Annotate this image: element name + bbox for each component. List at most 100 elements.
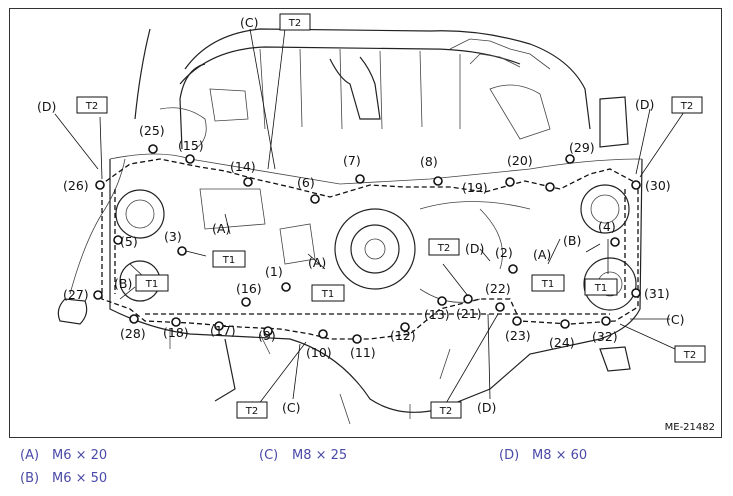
legend-a-key: (A) [20, 448, 40, 463]
type-a-label: (A) [212, 221, 230, 236]
bolt-6 [310, 194, 320, 204]
type-d-label: (D) [635, 97, 654, 112]
bolt-label-30: (30) [645, 178, 671, 193]
intake-manifold-outline [134, 28, 629, 150]
bolt-32 [601, 316, 611, 326]
t1-tag: T1 [321, 289, 334, 300]
bolt-label-18: (18) [163, 325, 189, 340]
bolt-label-7: (7) [343, 153, 361, 168]
t2-tag: T2 [680, 101, 693, 112]
bolt-label-24: (24) [549, 335, 575, 350]
bolt-31 [631, 288, 641, 298]
bolt-label-2: (2) [495, 245, 513, 260]
engine-block-outline [57, 153, 643, 425]
type-a-label: (A) [533, 247, 551, 262]
bolt-markers [93, 144, 641, 344]
bolt-label-12: (12) [390, 328, 416, 343]
legend-c-value: M8 × 25 [292, 448, 348, 463]
bolt-1 [281, 282, 291, 292]
bolt-9 [263, 326, 273, 336]
bolt-label-22: (22) [485, 281, 511, 296]
bolt-26 [95, 180, 105, 190]
bolt-label-32: (32) [592, 329, 618, 344]
bolt-label-17: (17) [210, 323, 236, 338]
bolt-2 [508, 264, 518, 274]
t2-tag: T2 [437, 243, 450, 254]
bolt-label-14: (14) [230, 159, 256, 174]
bolt-type-labels: (C) (D) (D) (A) (A) (A) (B) (B) (D) (C) … [37, 15, 684, 415]
bolt-23 [512, 316, 522, 326]
legend-c-key: (C) [259, 448, 279, 463]
engine-diagram: T2 T2 T2 T2 T2 T2 T2 T1 T1 T1 T1 T1 [9, 8, 722, 438]
t2-tag: T2 [85, 101, 98, 112]
bolt-28 [129, 314, 139, 324]
legend-d-value: M8 × 60 [532, 448, 588, 463]
bolt-27 [93, 290, 103, 300]
bolt-11 [352, 334, 362, 344]
bolt-21 [463, 294, 473, 304]
legend-d-key: (D) [499, 448, 520, 463]
type-b-label: (B) [114, 276, 132, 291]
bolt-19 [505, 177, 515, 187]
bolt-8 [433, 176, 443, 186]
legend-b-key: (B) [20, 471, 40, 486]
legend-a-value: M6 × 20 [52, 448, 108, 463]
bolt-label-19: (19) [462, 180, 488, 195]
type-c-label: (C) [240, 15, 258, 30]
engine-drawing: T2 T2 T2 T2 T2 T2 T2 T1 T1 T1 T1 T1 [37, 13, 706, 425]
bolt-10 [318, 329, 328, 339]
bolt-label-10: (10) [306, 345, 332, 360]
type-d-label: (D) [477, 400, 496, 415]
bolt-label-8: (8) [420, 154, 438, 169]
figure-reference-code: ME-21482 [664, 422, 715, 433]
bolt-3 [177, 246, 187, 256]
t1-tag: T1 [541, 279, 554, 290]
bolt-number-labels: (1) (2) (3) (4) (5) (6) (7) (8) (9) (10)… [63, 123, 671, 360]
legend-b-value: M6 × 50 [52, 471, 108, 486]
bolt-29 [565, 154, 575, 164]
bolt-label-26: (26) [63, 178, 89, 193]
t1-tag: T1 [594, 283, 607, 294]
bolt-size-legend: (A) M6 × 20 (C) M8 × 25 (D) M8 × 60 (B) … [0, 445, 733, 495]
t2-tag: T2 [245, 406, 258, 417]
bolt-label-11: (11) [350, 345, 376, 360]
bolt-label-1: (1) [265, 264, 283, 279]
bolt-22 [495, 302, 505, 312]
bolt-14 [243, 177, 253, 187]
torque-tags: T2 T2 T2 T2 T2 T2 T2 T1 T1 T1 T1 T1 [76, 13, 706, 419]
type-b-label: (B) [563, 233, 581, 248]
bolt-24 [560, 319, 570, 329]
bolt-label-3: (3) [164, 229, 182, 244]
bolt-label-5: (5) [120, 234, 138, 249]
bolt-label-31: (31) [644, 286, 670, 301]
bolt-label-9: (9) [258, 328, 276, 343]
bolt-12 [400, 322, 410, 332]
bolt-5 [113, 235, 123, 245]
bolt-label-25: (25) [139, 123, 165, 138]
bolt-15 [185, 154, 195, 164]
bolt-label-27: (27) [63, 287, 89, 302]
bolt-30 [631, 180, 641, 190]
bolt-label-29: (29) [569, 140, 595, 155]
bolt-label-6: (6) [297, 175, 315, 190]
bolt-18 [171, 317, 181, 327]
type-c-label: (C) [282, 400, 300, 415]
type-d-label: (D) [465, 241, 484, 256]
t2-tag: T2 [288, 18, 301, 29]
t2-tag: T2 [683, 350, 696, 361]
bolt-16 [241, 297, 251, 307]
bolt-17 [214, 321, 224, 331]
bolt-label-20: (20) [507, 153, 533, 168]
bolt-label-13: (13) [424, 307, 450, 322]
type-a-label: (A) [308, 255, 326, 270]
bolt-label-28: (28) [120, 326, 146, 341]
bolt-25 [148, 144, 158, 154]
t1-tag: T1 [222, 255, 235, 266]
t2-tag: T2 [439, 406, 452, 417]
bolt-20 [545, 182, 555, 192]
bolt-label-4: (4) [598, 219, 616, 234]
type-d-label: (D) [37, 99, 56, 114]
bolt-label-15: (15) [178, 138, 204, 153]
leader-lines [54, 28, 687, 406]
bolt-7 [355, 174, 365, 184]
